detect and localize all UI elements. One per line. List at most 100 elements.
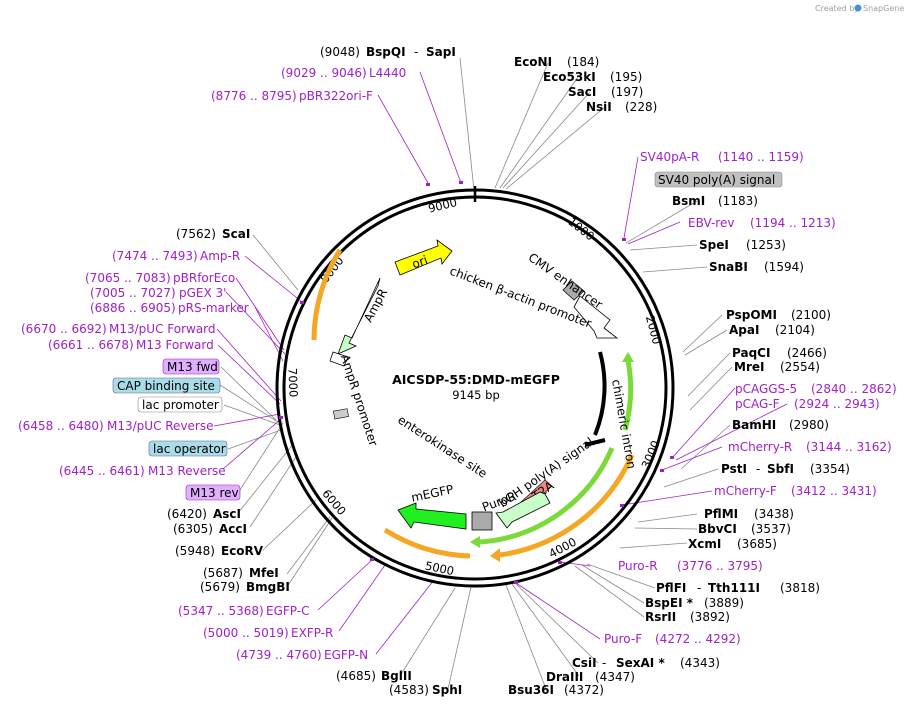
- primer-m13puc-fwd: M13/pUC Forward: [109, 322, 216, 336]
- primer-puro-r: Puro-R: [618, 559, 658, 573]
- primer-amp-r: Amp-R: [200, 249, 240, 263]
- feature-ampr-promoter-label: AmpR promoter: [338, 353, 381, 448]
- enzyme-pos-snabi: (1594): [764, 260, 804, 274]
- enzyme-sep: -: [697, 581, 701, 595]
- enzyme-bglii: BglII: [381, 669, 412, 683]
- enzyme-pos-pspomi: (2100): [791, 308, 831, 322]
- primer-pcaggs5: pCAGGS-5: [735, 382, 797, 396]
- box-lac-operator-label: lac operator: [153, 442, 226, 456]
- enzyme-pos-eco53ki: (195): [610, 70, 642, 84]
- primer-range-pcaggs5: (2840 .. 2862): [811, 382, 897, 396]
- enzyme-psti: PstI: [721, 462, 747, 476]
- enzyme-pos-bmgbi: (5679): [200, 580, 240, 594]
- primer-range-puro-f: (4272 .. 4292): [655, 632, 741, 646]
- primer-mcherry-f: mCherry-F: [714, 484, 777, 498]
- brand-text: SnapGene: [863, 4, 904, 13]
- primer-leader-lines: [213, 71, 788, 655]
- enzyme-pos-bspqi: (9048): [320, 45, 360, 59]
- enzyme-pos-pflfi: (3818): [780, 581, 820, 595]
- enzyme-pos-xcmi: (3685): [737, 537, 777, 551]
- feature-lac-promoter: [333, 408, 349, 420]
- enzyme-pos-bbvci: (3537): [751, 522, 791, 536]
- primer-range-m13-fwd: (6661 .. 6678): [48, 338, 134, 352]
- enzyme-apai: ApaI: [729, 323, 759, 337]
- primer-range-mcherry-f: (3412 .. 3431): [791, 484, 877, 498]
- primer-pgex3: pGEX 3': [179, 286, 226, 300]
- enzyme-pos-ecorv: (5948): [175, 544, 215, 558]
- credit-text: Created by: [815, 4, 859, 13]
- enzyme-pos-paqci: (2466): [787, 346, 827, 360]
- enzyme-pos-sphi: (4583): [389, 683, 429, 697]
- enzyme-eco53ki: Eco53kI: [543, 70, 596, 84]
- primer-range-l4440: (9029 .. 9046): [281, 66, 367, 80]
- enzyme-sexai: SexAI *: [616, 656, 665, 670]
- box-sv40-polya: [654, 171, 783, 188]
- leader-lines: [219, 57, 733, 690]
- enzyme-pos-mrei: (2554): [780, 360, 820, 374]
- enzyme-bspei: BspEI *: [645, 596, 694, 610]
- box-m13-fwd-label: M13 fwd: [167, 360, 218, 374]
- box-m13-rev: [185, 484, 241, 501]
- tick-3000: 3000: [638, 438, 662, 470]
- primer-range-egfp-c: (5347 .. 5368): [178, 604, 264, 618]
- enzyme-nsii: NsiI: [586, 100, 612, 114]
- feature-intron-end: [584, 438, 606, 447]
- enzyme-bsmi: BsmI: [672, 194, 705, 208]
- enzyme-sep: -: [414, 45, 418, 59]
- enzyme-mfei: MfeI: [249, 566, 279, 580]
- enzyme-xcmi: XcmI: [688, 537, 721, 551]
- tick-7000: 7000: [286, 368, 301, 398]
- feature-ampr: [337, 277, 381, 355]
- enzyme-sapi: SapI: [426, 45, 456, 59]
- feature-ek-box: [471, 511, 493, 531]
- enzyme-sphi: SphI: [432, 683, 462, 697]
- box-cap-binding: [112, 377, 221, 394]
- tick-9000: 9000: [427, 195, 459, 216]
- feature-megfp-label: mEGFP: [410, 482, 455, 505]
- primer-range-sv40pa-r: (1140 .. 1159): [718, 150, 804, 164]
- primer-pbr322ori: pBR322ori-F: [299, 89, 373, 103]
- primer-m13-rev: M13 Reverse: [148, 464, 226, 478]
- enzyme-pos-acci: (6305): [173, 522, 213, 536]
- enzyme-pos-bspei: (3889): [704, 596, 744, 610]
- enzyme-snabi: SnaBI: [709, 260, 748, 274]
- primer-range-ebv-rev: (1194 .. 1213): [750, 216, 836, 230]
- enzyme-pos-csii: (4343): [680, 656, 720, 670]
- enzyme-pos-econi: (184): [567, 55, 599, 69]
- feature-arc-green-right: [622, 359, 634, 431]
- enzyme-pos-mfei: (5687): [203, 566, 243, 580]
- enzyme-sep: -: [756, 462, 760, 476]
- enzyme-pos-bsu36i: (4372): [564, 683, 604, 697]
- primer-range-pgex3: (7005 .. 7027): [90, 286, 176, 300]
- feature-intron-label: chimeric intron: [609, 378, 639, 470]
- enzyme-pos-saci: (197): [611, 85, 643, 99]
- enzyme-bsu36i: Bsu36I: [508, 683, 554, 697]
- primer-ebv-rev: EBV-rev: [688, 216, 734, 230]
- primer-m13puc-rev: M13/pUC Reverse: [107, 419, 214, 433]
- primer-m13-fwd: M13 Forward: [136, 338, 214, 352]
- enzyme-paqci: PaqCI: [732, 346, 770, 360]
- feature-puror: [495, 491, 551, 529]
- box-lac-promoter-label: lac promoter: [142, 398, 219, 412]
- enzyme-bspqi: BspQI: [366, 45, 406, 59]
- enzyme-csii: CsiI: [572, 656, 597, 670]
- primer-range-m13puc-fwd: (6670 .. 6692): [21, 322, 107, 336]
- feature-arc-orange-right: [499, 453, 635, 558]
- primer-range-puro-r: (3776 .. 3795): [677, 559, 763, 573]
- enzyme-sep: -: [602, 656, 606, 670]
- primer-egfp-n: EGFP-N: [324, 648, 368, 662]
- enzyme-pos-bsmi: (1183): [718, 194, 758, 208]
- enzyme-pflmi: PflMI: [704, 507, 738, 521]
- primer-range-mcherry-r: (3144 .. 3162): [806, 440, 892, 454]
- enzyme-draiii: DraIII: [546, 670, 583, 684]
- feature-arc-orange-bottom: [383, 527, 471, 559]
- primer-range-prs-marker: (6886 .. 6905): [90, 301, 176, 315]
- enzyme-bbvci: BbvCI: [698, 522, 737, 536]
- primer-markers: [279, 181, 674, 584]
- enzyme-pos-scai: (7562): [176, 227, 216, 241]
- primer-sv40pa-r: SV40pA-R: [640, 150, 699, 164]
- primer-range-m13puc-rev: (6458 .. 6480): [18, 419, 104, 433]
- primer-l4440: L4440: [369, 66, 406, 80]
- enzyme-pos-bglii: (4685): [336, 669, 376, 683]
